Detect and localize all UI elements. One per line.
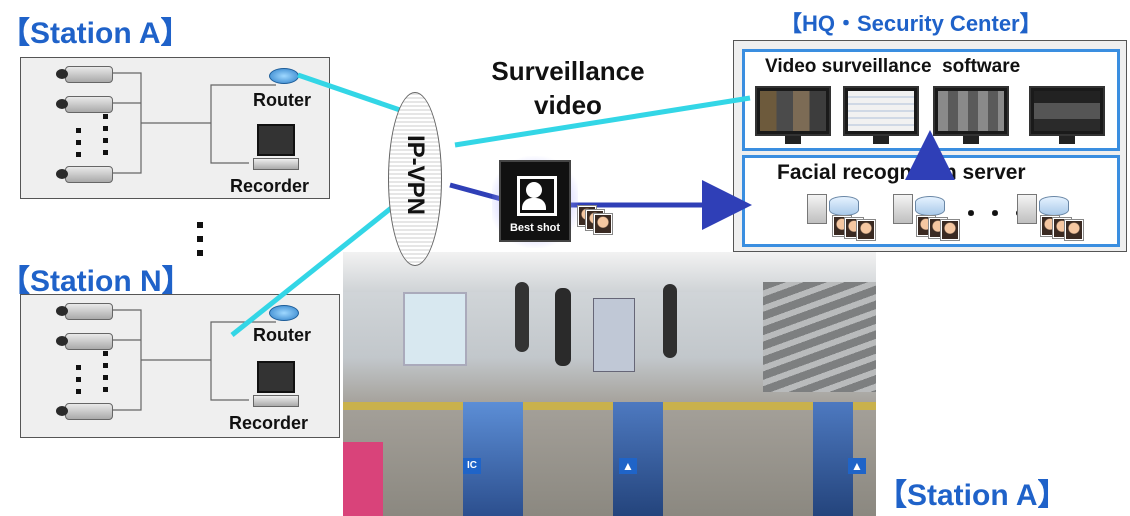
photo-caption: 【Station A】 bbox=[877, 479, 1068, 512]
facial-recognition-server-label: Facial recognition server bbox=[777, 161, 1026, 184]
station-n-title: 【Station N】 bbox=[0, 265, 192, 298]
camera-icon bbox=[56, 166, 113, 183]
recorder-monitor-icon bbox=[257, 124, 295, 156]
ipvpn-label: IP-VPN bbox=[402, 134, 429, 215]
camera-icon bbox=[56, 303, 113, 320]
station-a-wiring bbox=[113, 72, 276, 174]
surveillance-video-label: Surveillance video bbox=[491, 56, 645, 120]
router-label: Router bbox=[253, 90, 311, 110]
server-icon bbox=[807, 194, 827, 224]
best-shot-icon: Best shot bbox=[499, 160, 571, 242]
camera-icon bbox=[56, 66, 113, 83]
station-photo: IC ▲ ▲ bbox=[343, 252, 876, 516]
station-n-box: Router Recorder bbox=[20, 294, 340, 438]
router-label: Router bbox=[253, 325, 311, 345]
camera-icon bbox=[56, 403, 113, 420]
station-n-wiring bbox=[113, 309, 276, 411]
database-icon bbox=[915, 196, 945, 216]
ipvpn-node: IP-VPN bbox=[388, 92, 442, 266]
hq-title: 【HQ・Security Center】 bbox=[780, 11, 1042, 36]
station-a-box: Router Recorder bbox=[20, 57, 330, 199]
recorder-icon bbox=[253, 395, 299, 407]
ic-icon: IC bbox=[463, 458, 481, 474]
monitor-icon bbox=[933, 86, 1009, 144]
software-label: Video surveillance software bbox=[765, 56, 1021, 77]
arrow-up-icon: ▲ bbox=[848, 458, 866, 474]
database-icon bbox=[829, 196, 859, 216]
recorder-monitor-icon bbox=[257, 361, 295, 393]
monitor-icon bbox=[1029, 86, 1105, 144]
recorder-label: Recorder bbox=[229, 413, 309, 433]
recorder-label: Recorder bbox=[230, 176, 310, 196]
recorder-icon bbox=[253, 158, 299, 170]
monitor-icon bbox=[843, 86, 919, 144]
server-icon bbox=[893, 194, 913, 224]
router-icon bbox=[269, 305, 299, 321]
monitor-icon bbox=[755, 86, 831, 144]
database-icon bbox=[1039, 196, 1069, 216]
station-a-title: 【Station A】 bbox=[0, 17, 191, 50]
server-icon bbox=[1017, 194, 1037, 224]
arrow-up-icon: ▲ bbox=[619, 458, 637, 474]
camera-icon bbox=[56, 96, 113, 113]
best-shot-label: Best shot bbox=[509, 222, 561, 234]
camera-icon bbox=[56, 333, 113, 350]
